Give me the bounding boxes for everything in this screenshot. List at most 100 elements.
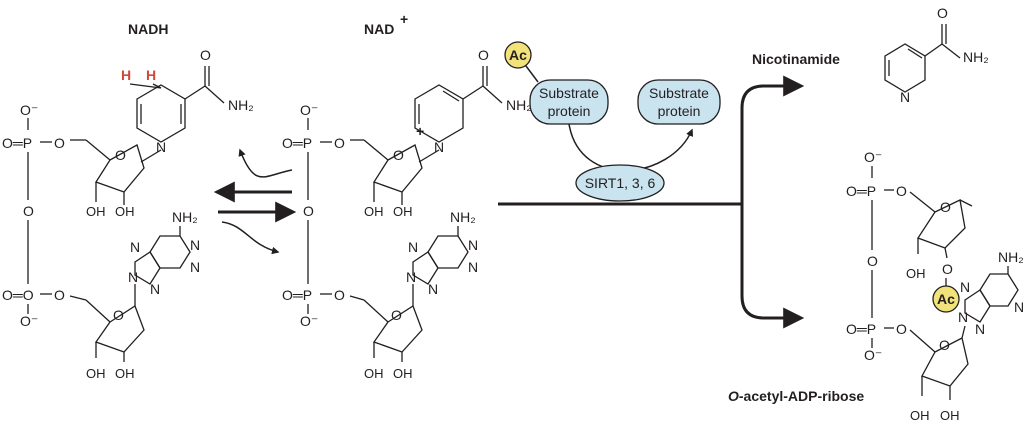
svg-text:O: O [113, 307, 124, 323]
svg-text:N: N [428, 281, 438, 297]
svg-text:O═P: O═P [282, 287, 312, 303]
arrow-to-oaadpr [740, 204, 805, 329]
svg-text:N: N [408, 239, 418, 255]
svg-text:O═O: O═O [2, 287, 34, 303]
svg-text:protein: protein [548, 103, 591, 119]
nadh-structure: NADH H H O NH₂ N O OH [2, 21, 254, 381]
svg-text:O: O [478, 47, 489, 63]
svg-text:O: O [303, 203, 314, 219]
svg-text:OH: OH [364, 366, 384, 381]
svg-text:O: O [940, 199, 951, 215]
svg-text:NH₂: NH₂ [998, 249, 1024, 265]
nad-ribose-bottom: O OH OH [349, 284, 423, 381]
svg-text:O: O [867, 253, 878, 269]
nad-phosphates: O⁻ O═P O O O═P O O⁻ [282, 102, 345, 329]
svg-text:O═P: O═P [282, 135, 312, 151]
svg-text:O: O [54, 287, 65, 303]
svg-text:O: O [334, 135, 345, 151]
svg-text:O: O [942, 261, 953, 277]
svg-text:OH: OH [906, 266, 926, 281]
svg-text:N: N [128, 269, 138, 285]
sirt-enzyme [575, 164, 665, 202]
svg-text:NH₂: NH₂ [172, 209, 198, 225]
svg-text:OH: OH [393, 204, 413, 219]
svg-text:OH: OH [86, 204, 106, 219]
svg-text:O: O [391, 307, 402, 323]
nad-ribose-top: O OH OH [350, 139, 440, 219]
svg-text:NH₂: NH₂ [506, 97, 532, 113]
svg-text:O: O [200, 47, 211, 63]
svg-text:O: O [334, 287, 345, 303]
deacetylation-arrow [568, 123, 694, 172]
svg-text:Substrate: Substrate [649, 85, 709, 101]
svg-text:N: N [468, 259, 478, 275]
svg-text:N: N [975, 321, 985, 337]
oaadpr-structure: O⁻ O═P O O O═P O O⁻ O OH O Ac NH₂ N N N … [728, 149, 1024, 423]
substrate-protein-deacetylated [637, 79, 721, 125]
svg-text:N: N [434, 139, 444, 155]
acetyl-circle [504, 41, 532, 69]
svg-text:N: N [958, 309, 968, 325]
svg-text:O: O [939, 337, 950, 353]
svg-text:O⁻: O⁻ [864, 149, 882, 165]
svg-text:O: O [937, 5, 948, 21]
svg-text:N: N [900, 89, 910, 105]
svg-text:N: N [190, 259, 200, 275]
nadh-hydrogen-1: H [121, 67, 131, 83]
nadh-adenine: NH₂ N N N N N [128, 209, 200, 297]
svg-text:O: O [23, 203, 34, 219]
svg-text:O⁻: O⁻ [20, 313, 38, 329]
svg-text:OH: OH [86, 366, 106, 381]
svg-text:O⁻: O⁻ [300, 102, 318, 118]
svg-text:O⁻: O⁻ [864, 347, 882, 363]
svg-text:O═P: O═P [2, 135, 32, 151]
release-curve-arrow [238, 148, 293, 178]
svg-text:O⁻: O⁻ [300, 313, 318, 329]
nad-charge: + [400, 11, 408, 27]
nadh-hydrogen-2: H [146, 67, 156, 83]
svg-text:N: N [960, 279, 970, 295]
svg-text:O: O [896, 183, 907, 199]
svg-text:O: O [115, 147, 126, 163]
svg-text:N: N [156, 139, 166, 155]
svg-text:OH: OH [115, 204, 135, 219]
nadh-phosphates: O⁻ O═P O O O═O O O⁻ [2, 102, 65, 329]
svg-text:NH₂: NH₂ [228, 97, 254, 113]
svg-text:N: N [190, 237, 200, 253]
svg-text:O: O [896, 321, 907, 337]
arrow-to-nicotinamide [740, 75, 805, 204]
svg-text:N: N [130, 239, 140, 255]
svg-text:protein: protein [658, 103, 701, 119]
svg-text:O: O [393, 147, 404, 163]
svg-text:O: O [54, 135, 65, 151]
svg-text:OH: OH [940, 408, 960, 423]
svg-text:OH: OH [364, 204, 384, 219]
sirt-enzyme-label: SIRT1, 3, 6 [585, 175, 656, 191]
nad-plus-charge: + [416, 123, 424, 139]
svg-text:OH: OH [910, 408, 930, 423]
oaadpr-acetyl-label: Ac [937, 291, 955, 307]
svg-text:N: N [468, 237, 478, 253]
svg-text:NH₂: NH₂ [450, 209, 476, 225]
nadh-ribose-top: O OH OH [70, 139, 162, 219]
svg-text:NH₂: NH₂ [963, 49, 989, 65]
acetyl-label: Ac [509, 47, 527, 63]
nad-adenine: NH₂ N N N N N [406, 209, 478, 297]
nicotinamide-label: Nicotinamide [752, 51, 840, 67]
svg-text:OH: OH [393, 366, 413, 381]
svg-text:O═P: O═P [846, 321, 876, 337]
nadh-nicotinamide-ring: H H O NH₂ N [121, 47, 254, 155]
svg-text:OH: OH [115, 366, 135, 381]
equilibrium-arrows [213, 148, 297, 255]
nad-label: NAD [364, 21, 394, 37]
nadh-label: NADH [128, 21, 168, 37]
nad-nicotinamide-ring: O NH₂ + N [414, 47, 532, 155]
svg-text:N: N [1014, 299, 1024, 315]
sirtuin-reaction: Ac Substrate protein Substrate protein S… [498, 41, 805, 329]
uptake-curve-arrow [221, 221, 280, 255]
svg-text:O⁻: O⁻ [20, 102, 38, 118]
svg-text:N: N [150, 281, 160, 297]
svg-text:O═P: O═P [846, 183, 876, 199]
nicotinamide-structure: Nicotinamide O NH₂ N [752, 5, 989, 105]
